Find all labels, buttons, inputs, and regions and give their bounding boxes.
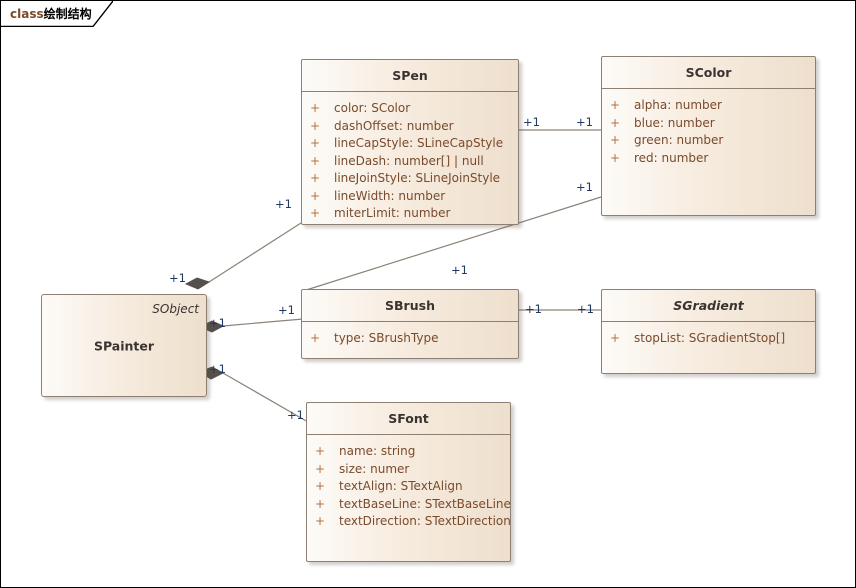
class-attributes-scolor: + alpha: number + blue: number + green: num…	[602, 89, 815, 175]
attribute-text: textBaseLine: STextBaseLine	[339, 496, 511, 511]
attribute-text: red: number	[634, 150, 709, 165]
attribute-row: + textBaseLine: STextBaseLine	[307, 496, 511, 514]
attribute-row: + blue: number	[602, 115, 815, 133]
class-box-sfont[interactable]: SFont + name: string + size: numer + textAl…	[306, 402, 511, 562]
attribute-text: lineCapStyle: SLineCapStyle	[334, 136, 504, 150]
visibility-marker: +	[610, 115, 621, 130]
attribute-row: + miterLimit: number	[302, 205, 518, 223]
frame-tab-shape	[1, 1, 113, 27]
attribute-text: lineJoinStyle: SLineJoinStyle	[334, 171, 501, 185]
attribute-row: + name: string	[307, 443, 510, 461]
visibility-marker: +	[310, 171, 321, 185]
attribute-text: alpha: number	[634, 98, 722, 112]
visibility-marker: +	[310, 118, 321, 133]
attribute-row: + lineDash: number[] | null	[302, 153, 518, 171]
attribute-row: + lineCapStyle: SLineCapStyle	[302, 135, 518, 153]
multiplicity-sbrush-scolor: +1	[451, 263, 468, 277]
multiplicity-scolor-spen: +1	[576, 115, 593, 129]
attribute-text: textDirection: STextDirection	[339, 514, 511, 528]
multiplicity-painter-sbrush: +1	[209, 316, 226, 330]
link-painter-sbrush	[222, 318, 304, 327]
attribute-row: + alpha: number	[602, 97, 815, 115]
multiplicity-painter-spen: +1	[169, 271, 186, 285]
multiplicity-sbrush-sgradient: +1	[525, 302, 542, 316]
attribute-text: green: number	[634, 133, 724, 147]
attribute-text: textAlign: STextAlign	[339, 479, 463, 493]
visibility-marker: +	[315, 461, 326, 476]
attribute-row: + stopList: SGradientStop[]	[602, 330, 815, 348]
attribute-row: + textAlign: STextAlign	[307, 478, 510, 496]
frame-tab: class绘制结构	[1, 1, 113, 27]
attribute-text: type: SBrushType	[334, 331, 439, 345]
frame-tab-keyword: class	[10, 7, 44, 21]
attribute-row: + green: number	[602, 132, 815, 150]
class-stereotype-spainter: SObject	[152, 302, 199, 316]
class-box-spainter[interactable]: SObject SPainter	[41, 294, 207, 397]
attribute-row: + red: number	[602, 150, 815, 168]
class-box-scolor[interactable]: SColor + alpha: number + blue: number + gre…	[601, 56, 816, 216]
attribute-text: stopList: SGradientStop[]	[634, 331, 786, 345]
class-attributes-spen: + color: SColor + dashOffset: number + line…	[302, 92, 518, 231]
class-title-sgradient: SGradient	[602, 290, 815, 322]
multiplicity-spen-scolor: +1	[523, 115, 540, 129]
visibility-marker: +	[315, 444, 326, 458]
visibility-marker: +	[310, 331, 321, 345]
visibility-marker: +	[610, 98, 621, 112]
frame-tab-label: class绘制结构	[10, 6, 92, 22]
class-box-spen[interactable]: SPen +color: SColor +dashOffset: number …	[301, 59, 519, 225]
attribute-text: blue: number	[634, 115, 715, 130]
attribute-text: name: string	[339, 444, 416, 458]
multiplicity-painter-sfont: +1	[209, 362, 226, 376]
multiplicity-sbrush-painter: +1	[278, 303, 295, 317]
attribute-text: miterLimit: number	[334, 206, 451, 220]
class-title-sfont: SFont	[307, 403, 510, 435]
multiplicity-sgradient-sbrush: +1	[577, 302, 594, 316]
attribute-text: lineWidth: number	[334, 188, 446, 203]
multiplicity-spen-painter: +1	[275, 197, 292, 211]
attribute-row: + type: SBrushType	[302, 330, 518, 348]
attribute-row: + textDirection: STextDirection	[307, 513, 511, 531]
visibility-marker: +	[310, 188, 321, 203]
attribute-row: + lineJoinStyle: SLineJoinStyle	[302, 170, 518, 188]
multiplicity-sfont-painter: +1	[287, 408, 304, 422]
class-box-sgradient[interactable]: SGradient + stopList: SGradientStop[]	[601, 289, 816, 374]
class-attributes-sbrush: + type: SBrushType	[302, 322, 518, 356]
visibility-marker: +	[310, 153, 321, 168]
attribute-row: + dashOffset: number	[302, 118, 518, 136]
attribute-text: color: SColor	[334, 101, 411, 115]
visibility-marker: +	[310, 101, 321, 115]
attribute-text: dashOffset: number	[334, 118, 454, 133]
class-title-spainter: SPainter	[93, 338, 155, 353]
attribute-row: + color: SColor	[302, 100, 518, 118]
visibility-marker: +	[315, 514, 326, 528]
class-box-sbrush[interactable]: SBrush + type: SBrushType	[301, 289, 519, 359]
class-title-scolor: SColor	[602, 57, 815, 89]
composition-diamond-painter-spen	[184, 277, 211, 290]
visibility-marker: +	[310, 206, 321, 220]
link-painter-spen	[208, 222, 302, 283]
class-attributes-sfont: + name: string + size: numer + textAlign: S…	[307, 435, 511, 539]
frame-tab-name: 绘制结构	[43, 7, 92, 21]
visibility-marker: +	[610, 150, 621, 165]
multiplicity-scolor-sbrush: +1	[576, 180, 593, 194]
visibility-marker: +	[315, 496, 326, 511]
class-title-sbrush: SBrush	[302, 290, 518, 322]
visibility-marker: +	[610, 331, 621, 345]
attribute-text: size: numer	[339, 461, 410, 476]
class-title-spen: SPen	[302, 60, 518, 92]
visibility-marker: +	[310, 136, 321, 150]
visibility-marker: +	[315, 479, 326, 493]
attribute-row: + lineWidth: number	[302, 188, 518, 206]
attribute-row: + size: numer	[307, 461, 510, 479]
class-attributes-sgradient: + stopList: SGradientStop[]	[602, 322, 815, 356]
attribute-text: lineDash: number[] | null	[334, 153, 484, 168]
visibility-marker: +	[610, 133, 621, 147]
